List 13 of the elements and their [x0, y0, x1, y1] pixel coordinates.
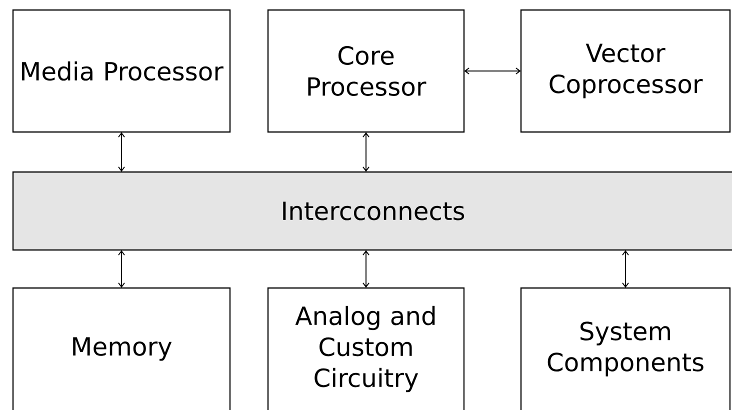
arrow — [622, 250, 629, 288]
processor-box: Media Processor — [12, 9, 231, 133]
arrow — [362, 132, 370, 172]
processor-box: Vector Coprocessor — [520, 9, 731, 133]
processor-box: Core Processor — [267, 9, 465, 133]
component-box: Memory — [12, 287, 231, 410]
interconnect-band: Intercconnects — [12, 171, 732, 251]
arrow — [464, 68, 521, 74]
arrow — [362, 250, 370, 288]
component-box: System Components — [520, 287, 731, 410]
arrow — [118, 250, 125, 288]
component-box: Analog and Custom Circuitry — [267, 287, 465, 410]
arrow — [118, 132, 125, 172]
